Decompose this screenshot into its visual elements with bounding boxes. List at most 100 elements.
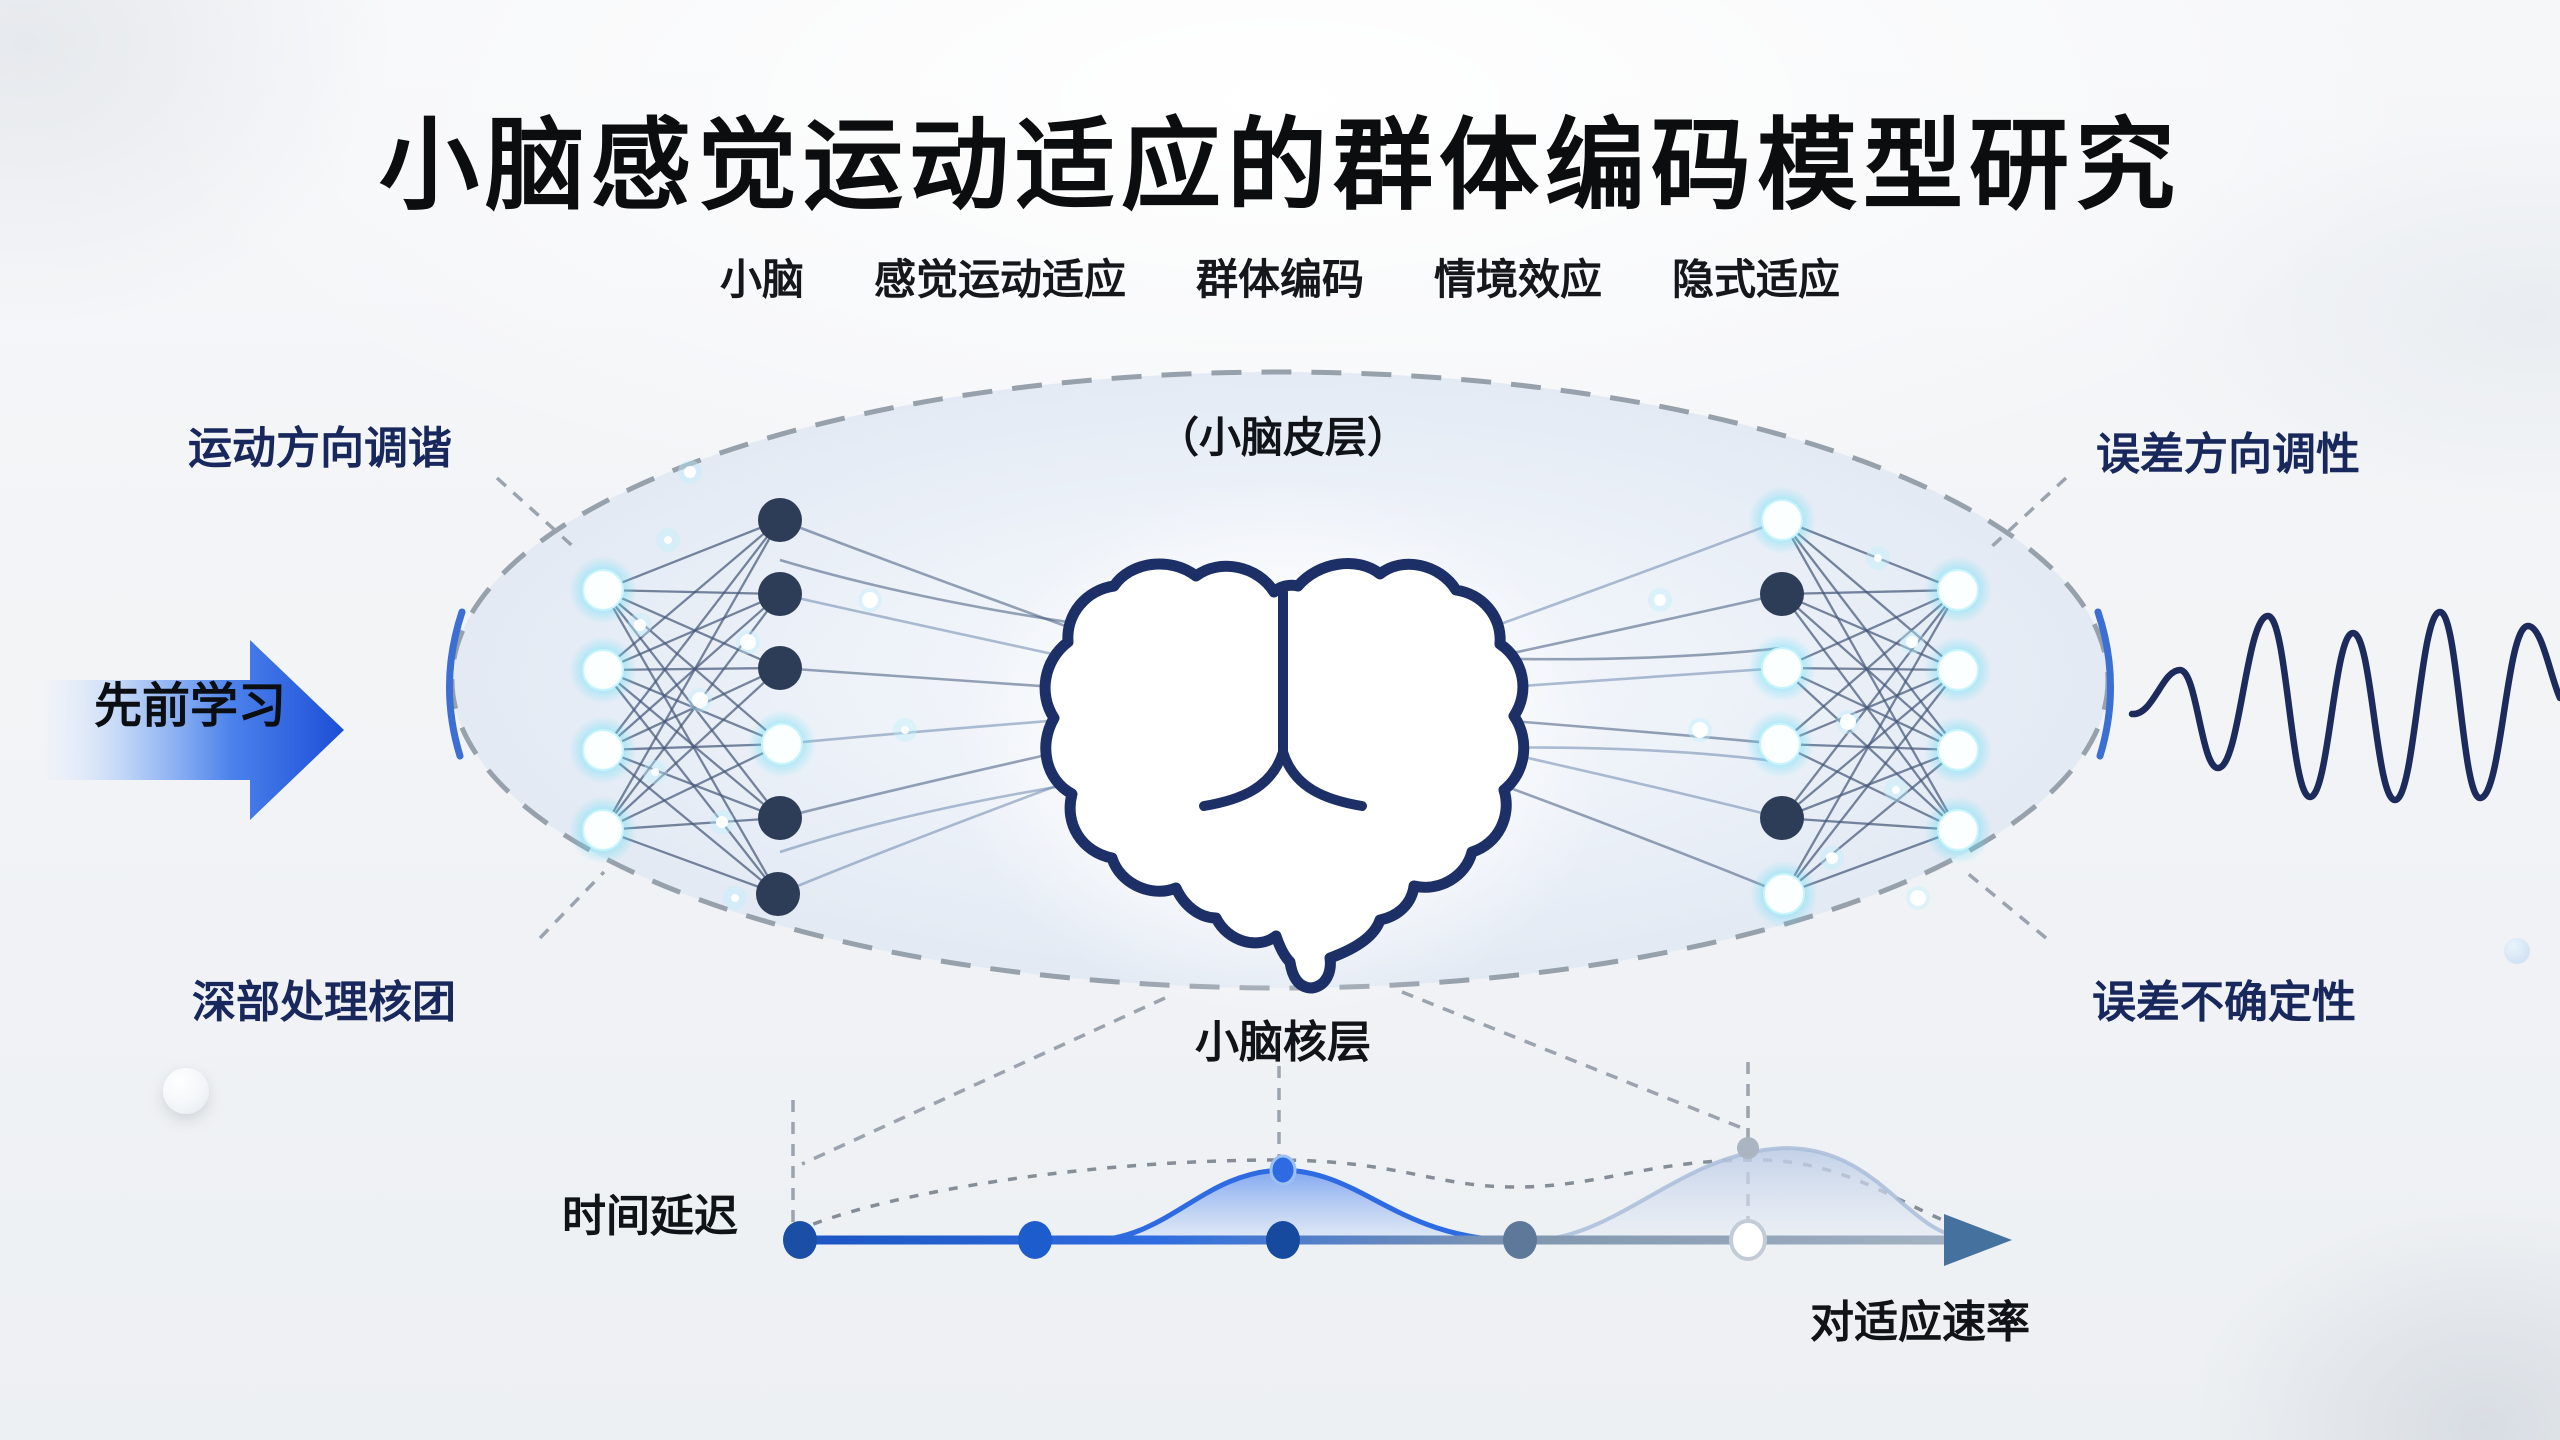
network-edge [1781,519,1959,751]
ellipse-blue-arc-right [2094,608,2115,760]
network-node [1761,499,1803,541]
sparkle-dot [740,634,756,650]
arrow-right-icon [46,640,344,820]
neural-network-icon [569,460,1992,928]
timeline-dot [1266,1221,1300,1259]
sparkle-dot [692,692,708,708]
adaptation-hump-2-edge [1524,1145,1966,1243]
timeline-dot-white [1729,1219,1767,1261]
page-title: 小脑感觉运动适应的群体编码模型研究 [379,110,2181,222]
dashed-connector [495,476,579,552]
brain-fissure-left-branch [1199,747,1288,811]
network-node [1763,873,1805,915]
sparkle-dot [1692,722,1708,738]
keywords-bar: 小脑 感觉运动适应 群体编码 情境效应 隐式适应 [0,246,2560,307]
brain-fissure-right-branch [1278,747,1367,811]
network-node [1759,723,1801,765]
timeline-arrowhead [1944,1214,2012,1266]
sparkle-dot [1906,636,1918,648]
timeline-dot [1503,1221,1537,1259]
network-edge [1783,669,1959,895]
decor-white-sphere [163,1068,209,1114]
keyword-item: 情境效应 [1434,256,1603,303]
network-edge [602,519,781,831]
network-node [1937,569,1979,611]
network-node [1937,649,1979,691]
label-deep-processing-nuclei: 深部处理核团 [192,978,456,1027]
sparkle-dot [862,592,878,608]
label-motion-direction-tuning: 运动方向调谐 [188,424,452,473]
network-node [761,723,803,765]
network-edge [602,749,779,895]
keyword-item: 隐式适应 [1672,256,1841,303]
network-edge [602,669,779,895]
label-cerebellar-cortex: （小脑皮层） [1156,414,1410,461]
dashed-connector [801,996,1166,1166]
sparkle-dot [716,816,728,828]
dashed-connector [1964,870,2048,940]
timeline-dot [783,1221,817,1259]
label-prior-learning: 先前学习 [94,680,287,733]
network-edge [602,593,781,751]
keyword-item: 感觉运动适应 [873,256,1126,303]
sparkle-dot [1654,594,1666,606]
brain-outline [1039,558,1530,994]
network-edge [1781,589,1959,819]
network-edge [602,589,781,819]
network-node [1760,572,1804,616]
dashed-connector [1401,990,1743,1130]
network-edge [602,519,781,671]
network-node [1937,729,1979,771]
adaptation-hump-2 [1525,1148,1965,1241]
network-edge [602,593,781,831]
network-node [758,796,802,840]
sparkle-dot [634,619,646,631]
label-adaptation-rate: 对适应速率 [1810,1298,2030,1347]
label-cerebellar-nuclear-layer: 小脑核层 [1195,1018,1371,1067]
network-node [756,872,800,916]
sparkle-dot [901,726,909,734]
network-node [758,646,802,690]
network-node [1937,809,1979,851]
sparkle-dot [651,768,659,776]
network-edge [1779,589,1959,745]
sparkle-dot [1874,554,1882,562]
network-edge [1783,749,1959,895]
timeline-dot [1018,1221,1052,1259]
keyword-item: 小脑 [719,256,804,303]
brain-icon [1039,558,1530,994]
sparkle-dot [731,894,739,902]
label-error-direction-tuning: 误差方向调性 [2096,430,2360,479]
label-time-delay: 时间延迟 [562,1192,738,1241]
network-node [1760,796,1804,840]
network-node [1761,647,1803,689]
network-node [582,649,624,691]
network-node [758,572,802,616]
sparkle-dot [1840,714,1856,730]
sparkle-dot [684,466,696,478]
network-node [758,498,802,542]
sparkle-dot [1910,890,1926,906]
network-edge [602,667,781,831]
network-edge [1781,669,1959,819]
sparkle-dot [1892,786,1900,794]
network-edge [602,669,781,819]
timeline-peak-dot [1269,1154,1297,1186]
dashed-connector [1986,476,2068,552]
network-edge [1781,593,1959,831]
timeline [783,1137,2012,1266]
adaptation-hump-1 [1085,1170,1525,1241]
network-node [582,809,624,851]
dashed-connector [538,870,606,940]
network-edge [1780,519,1960,831]
timeline-gray-dot [1737,1137,1759,1159]
waveform-icon [2128,608,2560,804]
network-edge [1781,667,1959,831]
label-error-uncertainty: 误差不确定性 [2092,978,2356,1027]
network-node [582,729,624,771]
network-edge [602,589,783,745]
sparkle-dot [664,536,672,544]
network-edge [602,519,781,751]
keyword-item: 群体编码 [1195,256,1364,303]
